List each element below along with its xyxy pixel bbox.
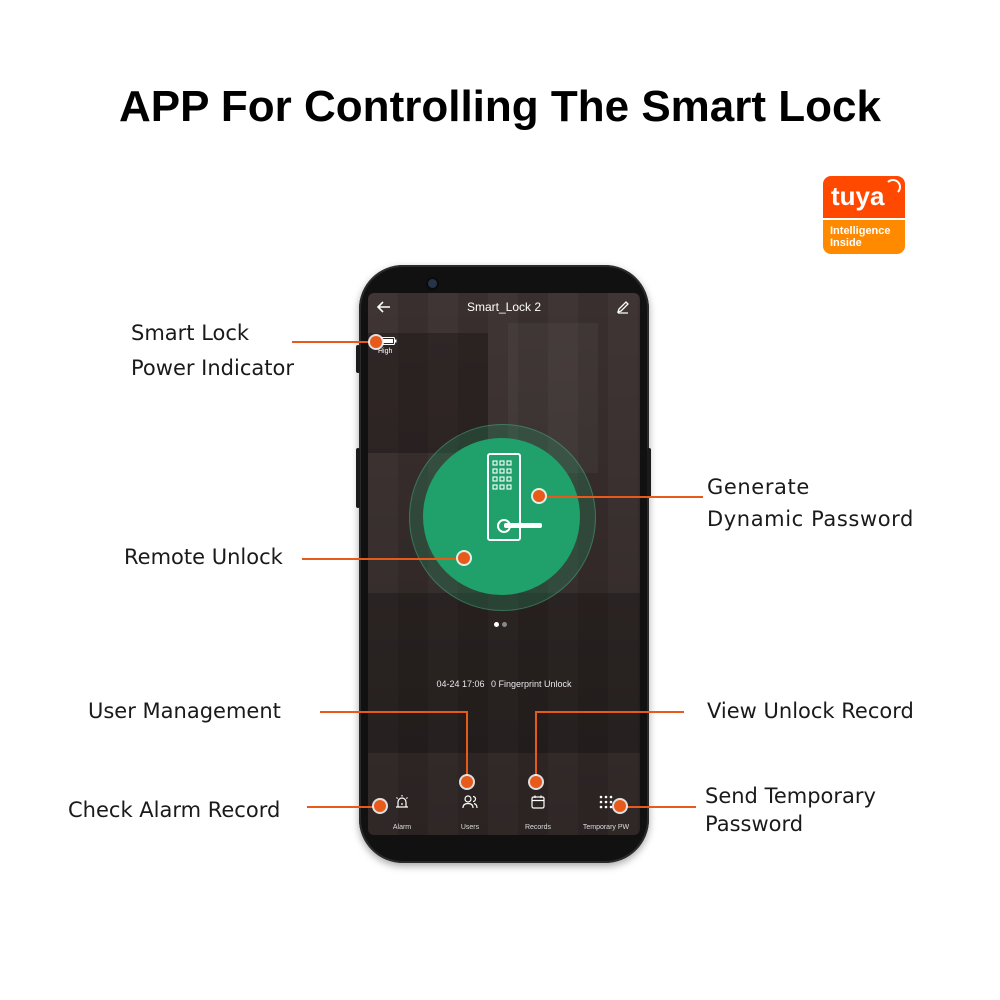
callout-power-indicator: Smart Lock Power Indicator <box>131 316 294 386</box>
callout-user-management: User Management <box>88 699 281 723</box>
last-unlock-record: 04-24 17:06 0 Fingerprint Unlock <box>368 679 640 689</box>
callout-dynamic-leader <box>540 496 703 498</box>
calendar-icon <box>531 795 545 809</box>
callout-user-management-marker <box>461 776 473 788</box>
tab-temporary-pw[interactable]: Temporary PW <box>572 790 640 831</box>
edit-icon[interactable] <box>616 300 630 314</box>
battery-level-label: High <box>378 348 393 355</box>
last-record-text: 0 Fingerprint Unlock <box>491 679 572 689</box>
smart-lock-icon <box>487 453 542 541</box>
callout-remote-unlock: Remote Unlock <box>124 545 283 569</box>
bottom-tab-bar: Alarm Users Records Temporary PW <box>368 790 640 835</box>
callout-power-marker <box>370 336 382 348</box>
battery-icon <box>381 337 397 345</box>
callout-temp-marker <box>614 800 626 812</box>
tab-records-label: Records <box>524 824 552 831</box>
alarm-icon <box>396 795 408 808</box>
callout-user-management-vline <box>466 711 468 781</box>
device-title: Smart_Lock 2 <box>466 300 542 314</box>
callout-remote-unlock-leader <box>302 558 462 560</box>
callout-unlock-record-leader <box>535 711 684 713</box>
tuya-brand-text: tuya <box>831 181 885 211</box>
tuya-logo: tuya Intelligence Inside <box>823 176 905 254</box>
callout-temp-leader <box>620 806 696 808</box>
last-record-time: 04-24 17:06 <box>436 679 485 689</box>
remote-unlock-button[interactable] <box>423 438 580 595</box>
callout-alarm-marker <box>374 800 386 812</box>
callout-power-line2: Power Indicator <box>131 356 294 380</box>
tab-records[interactable]: Records <box>504 790 572 831</box>
callout-dynamic-line2: Dynamic Password <box>707 507 914 531</box>
wifi-icon <box>885 179 901 195</box>
callout-unlock-record-marker <box>530 776 542 788</box>
callout-alarm-record: Check Alarm Record <box>68 798 281 822</box>
tuya-tagline: Intelligence Inside <box>823 220 905 254</box>
users-icon <box>462 795 478 809</box>
page-dot <box>502 622 507 627</box>
keypad-icon <box>599 795 613 809</box>
phone-side-button <box>356 345 360 373</box>
page-indicator <box>494 612 510 631</box>
callout-remote-unlock-marker <box>458 552 470 564</box>
front-camera <box>428 279 437 288</box>
tab-users-label: Users <box>460 824 480 831</box>
callout-temporary-password: Send Temporary Password <box>705 782 876 838</box>
app-header: Smart_Lock 2 <box>368 293 640 323</box>
page-dot-active <box>494 622 499 627</box>
callout-temp-line2: Password <box>705 812 804 836</box>
tuya-tagline-line2: Inside <box>830 237 862 249</box>
callout-dynamic-line1: Generate <box>707 475 810 499</box>
tab-temporary-pw-label: Temporary PW <box>582 824 630 831</box>
phone-side-button <box>356 448 360 508</box>
background-photo <box>368 593 640 753</box>
tab-users[interactable]: Users <box>436 790 504 831</box>
tab-alarm[interactable]: Alarm <box>368 790 436 831</box>
phone-side-button <box>647 448 651 498</box>
callout-unlock-record-vline <box>535 711 537 781</box>
callout-temp-line1: Send Temporary <box>705 784 876 808</box>
tuya-tagline-line1: Intelligence <box>830 225 891 237</box>
callout-dynamic-marker <box>533 490 545 502</box>
page-headline: APP For Controlling The Smart Lock <box>119 82 881 131</box>
callout-power-line1: Smart Lock <box>131 321 250 345</box>
callout-alarm-leader <box>307 806 379 808</box>
tab-alarm-label: Alarm <box>392 824 412 831</box>
callout-unlock-record: View Unlock Record <box>707 699 914 723</box>
callout-power-leader <box>292 341 375 343</box>
callout-user-management-leader <box>320 711 468 713</box>
callout-dynamic-password: Generate Dynamic Password <box>707 471 914 535</box>
tuya-wordmark: tuya <box>823 176 905 218</box>
back-arrow-icon[interactable] <box>376 299 392 315</box>
